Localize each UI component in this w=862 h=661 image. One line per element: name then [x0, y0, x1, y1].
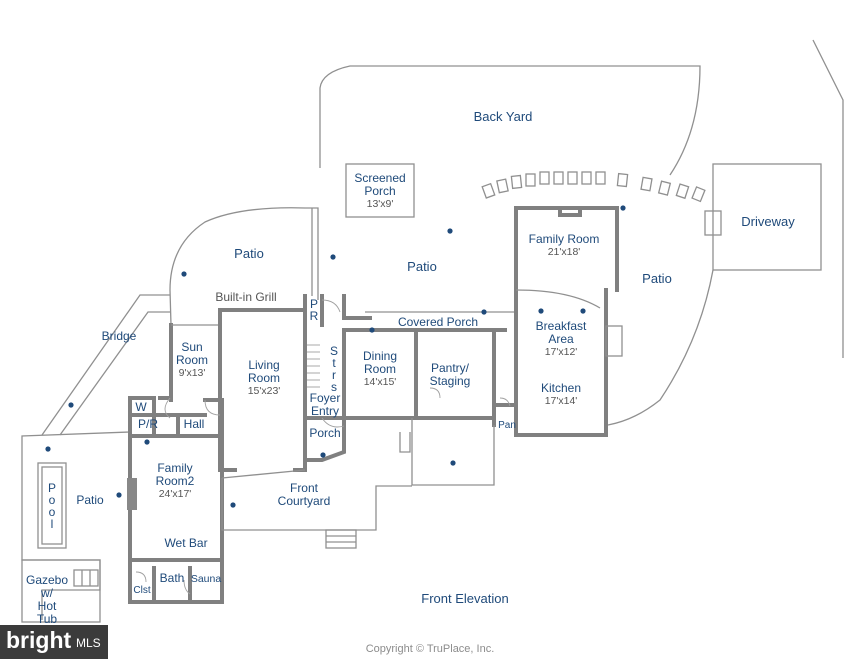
- living-room-label: Living Room 15'x23': [247, 358, 281, 398]
- screened-porch-label: Screened Porch 13'x9': [354, 171, 406, 211]
- bridge-label: Bridge: [101, 329, 137, 343]
- foyer-entry-label: Foyer Entry: [309, 391, 341, 418]
- property-line: [812, 39, 844, 358]
- pool-patio-label: Patio: [76, 493, 104, 507]
- patio-right-label: Patio: [642, 271, 672, 286]
- sauna-label: Sauna: [190, 573, 222, 585]
- copyright-text: Copyright © TruPlace, Inc.: [365, 643, 495, 655]
- patio-left-label: Patio: [234, 246, 264, 261]
- pantry-staging-label: Pantry/ Staging: [429, 361, 471, 388]
- stairs-label: S t r s: [329, 344, 338, 394]
- pool-outline: [37, 462, 67, 549]
- porch-label: Porch: [309, 426, 341, 440]
- photo-markers: [45, 205, 626, 508]
- family-room2-label: Family Room2 24'x17': [155, 461, 195, 501]
- bright-mls-logo: bright MLS: [0, 625, 108, 659]
- logo-suffix: MLS: [76, 636, 101, 650]
- hall-label: Hall: [183, 417, 205, 431]
- pool-label: P o o l: [47, 481, 56, 531]
- stepping-stones: [481, 171, 706, 203]
- back-yard-outline: [319, 65, 701, 176]
- driveway-steps: [704, 210, 722, 236]
- patio-center-label: Patio: [407, 259, 437, 274]
- driveway-label: Driveway: [741, 214, 795, 229]
- built-in-grill-label: Built-in Grill: [215, 290, 277, 304]
- family-room-label: Family Room 21'x18': [528, 232, 600, 259]
- wet-bar-label: Wet Bar: [164, 536, 208, 550]
- door-swings: [135, 299, 511, 595]
- patio-left-outline: [169, 207, 319, 326]
- bath-label: Bath: [159, 571, 185, 585]
- pr-lower-label: P/R: [137, 417, 158, 431]
- pan-label: Pan: [498, 420, 516, 431]
- house-walls: [127, 206, 623, 604]
- w-label: W: [135, 400, 147, 414]
- logo-text: bright: [6, 627, 72, 653]
- screened-porch-outline: [345, 163, 415, 218]
- pr-upper-label: P R: [309, 297, 319, 323]
- dining-room-label: Dining Room 14'x15': [362, 349, 398, 389]
- breakfast-area-label: Breakfast Area 17'x12': [535, 319, 587, 359]
- clst-label: Clst: [133, 585, 151, 596]
- back-yard-label: Back Yard: [473, 109, 533, 124]
- front-elevation-label: Front Elevation: [421, 591, 509, 606]
- kitchen-label: Kitchen 17'x14': [540, 381, 582, 408]
- bridge-outline: [41, 294, 170, 436]
- gazebo-label: Gazebo w/ Hot Tub: [25, 573, 69, 626]
- hot-tub-steps: [73, 569, 99, 587]
- front-courtyard-label: Front Courtyard: [277, 481, 331, 508]
- driveway-outline: [712, 163, 822, 271]
- sun-room-label: Sun Room 9'x13': [175, 340, 208, 380]
- covered-porch-label: Covered Porch: [397, 315, 479, 329]
- driveway-edge: [607, 269, 714, 426]
